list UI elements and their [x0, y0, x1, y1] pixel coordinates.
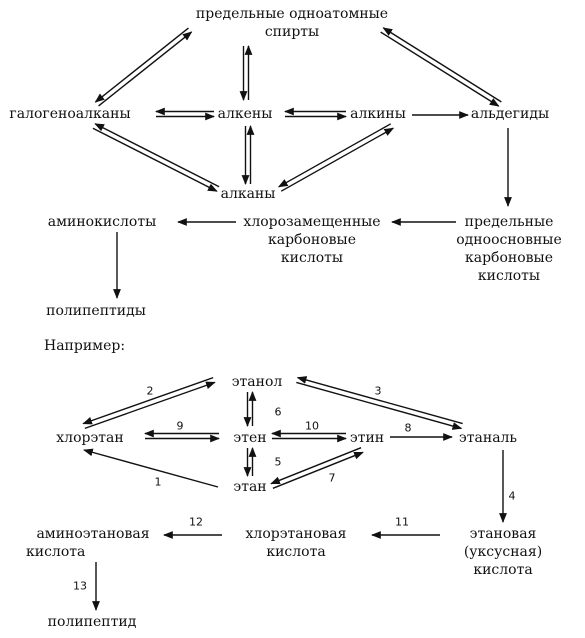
alcohols-haloalkanes-reverse-arrow [98, 31, 193, 107]
ethanol-chloroethane-reverse-arrow [84, 381, 216, 430]
ethane-ethyne-forward-arrow [272, 451, 364, 489]
alcohols-aldehydes-reverse-arrow [382, 27, 502, 103]
alkynes-alkanes-forward-arrow [277, 123, 392, 188]
node-ethanoic-line3: кислота [473, 562, 533, 578]
node-alkynes: алкины [350, 106, 406, 122]
node-saturated-acids-line2: одноосновные [456, 232, 562, 248]
haloalkanes-alkanes-forward-arrow [92, 127, 218, 192]
reaction-number-4: 4 [508, 489, 516, 503]
reaction-number-11: 11 [395, 515, 409, 529]
reaction-number-8: 8 [404, 421, 412, 435]
node-aminoethanoic-line1: аминоэтановая [36, 526, 150, 542]
alkynes-alkanes-reverse-arrow [280, 127, 395, 192]
alcohols-aldehydes-forward-arrow [380, 31, 500, 107]
ethane-ethyne-reverse-arrow [270, 447, 362, 485]
node-chloroethanoic-line2: кислота [266, 544, 326, 560]
node-saturated-alcohols-line2: спирты [264, 24, 320, 40]
node-aminoethanoic-line2: кислота [26, 544, 86, 560]
alcohols-haloalkanes-forward-arrow [94, 27, 189, 103]
ethane-to-chloroethane-arrow [83, 448, 219, 488]
node-saturated-alcohols-line1: предельные одноатомные [195, 6, 389, 22]
node-saturated-acids-line1: предельные [464, 214, 554, 230]
node-haloalkanes: галогеноалканы [9, 106, 131, 122]
node-ethanal: этаналь [458, 430, 518, 446]
example-heading: Например: [44, 338, 126, 354]
node-ethanoic-line1: этановая [469, 526, 537, 542]
reaction-number-2: 2 [146, 384, 154, 398]
node-ethane: этан [233, 479, 267, 495]
ethanol-ethanal-forward-arrow [296, 381, 463, 430]
reaction-number-5: 5 [274, 455, 282, 469]
reaction-number-9: 9 [176, 419, 184, 433]
node-ethanol: этанол [231, 374, 283, 390]
node-chloro-acids-line3: кислоты [280, 250, 344, 266]
node-alkanes: алканы [220, 186, 276, 202]
reaction-number-13: 13 [73, 579, 87, 593]
node-saturated-acids-line3: карбоновые [465, 250, 553, 266]
node-chloro-acids-line2: карбоновые [268, 232, 356, 248]
node-amino-acids: аминокислоты [47, 214, 157, 230]
node-chloroethanoic-line1: хлорэтановая [245, 526, 347, 542]
node-chloroethane: хлорэтан [56, 430, 124, 446]
node-alkenes: алкены [217, 106, 273, 122]
node-polypeptides: полипептиды [46, 303, 146, 319]
reaction-number-7: 7 [328, 471, 336, 485]
haloalkanes-alkanes-reverse-arrow [94, 123, 220, 188]
node-ethanoic-line2: (уксусная) [463, 544, 543, 560]
node-polypeptide: полипептид [47, 614, 137, 630]
reaction-number-10: 10 [305, 419, 319, 433]
node-chloro-acids-line1: хлорозамещенные [243, 214, 381, 230]
reaction-number-3: 3 [374, 384, 382, 398]
node-aldehydes: альдегиды [470, 106, 550, 122]
node-ethene: этен [233, 430, 267, 446]
reaction-number-6: 6 [274, 405, 282, 419]
reaction-number-1: 1 [154, 475, 162, 489]
ethanol-chloroethane-forward-arrow [82, 376, 214, 425]
node-saturated-acids-line4: кислоты [477, 268, 541, 284]
reaction-number-12: 12 [189, 515, 203, 529]
ethanol-ethanal-reverse-arrow [296, 376, 463, 425]
node-ethyne: этин [349, 430, 385, 446]
